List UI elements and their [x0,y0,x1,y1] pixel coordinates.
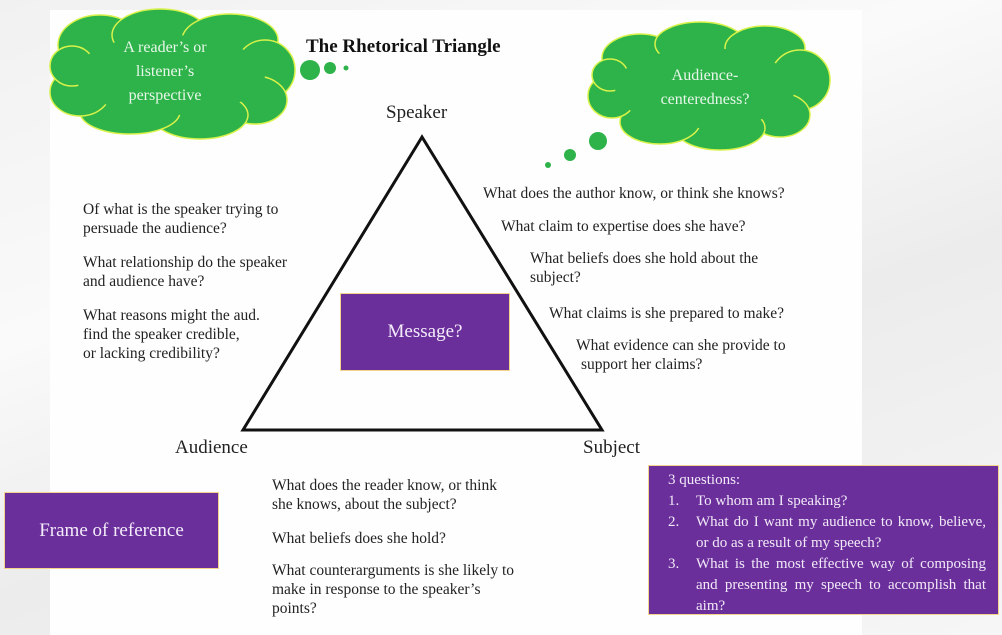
message-box: Message? [340,293,510,371]
vertex-audience: Audience [175,437,248,458]
cloud-line: A reader’s or [123,39,207,56]
thought-bubble-dot [589,132,607,150]
cloud-line: perspective [128,87,202,104]
vertex-subject: Subject [583,437,640,458]
left-thought-cloud [49,8,296,140]
left-question: What reasons might the aud.find the spea… [83,307,260,362]
three-questions-heading: 3 questions: [668,472,741,488]
question-item: 2. What do I want my audience to know, b… [668,514,986,551]
question-item: 1. To whom am I speaking? [668,493,848,509]
right-cloud-text: Audience- centeredness? [640,64,770,112]
cloud-line: Audience- [671,67,739,84]
frame-of-reference-box: Frame of reference [4,492,219,569]
vertex-speaker: Speaker [386,102,448,123]
thought-bubble-dot [300,60,320,80]
thought-bubble-dot [324,62,336,74]
three-questions-box: 3 questions: 1. To whom am I speaking? 2… [648,465,999,615]
question-item: 3. What is the most effective way of com… [668,556,986,614]
cloud-line: centeredness? [660,91,750,108]
right-thought-cloud [587,21,831,151]
thought-bubble-dot [564,149,576,161]
thought-bubble-dot [343,65,349,71]
left-cloud-text: A reader’s or listener’s perspective [100,36,230,108]
diagram-title: The Rhetorical Triangle [306,36,501,57]
right-question: What claim to expertise does she have? [501,218,746,235]
thought-bubble-dot [545,162,551,168]
right-question: What claims is she prepared to make? [549,305,784,322]
right-question: What does the author know, or think she … [483,185,785,202]
cloud-line: listener’s [135,63,195,80]
rhetorical-triangle [240,134,605,432]
bottom-question: What beliefs does she hold? [272,530,446,547]
